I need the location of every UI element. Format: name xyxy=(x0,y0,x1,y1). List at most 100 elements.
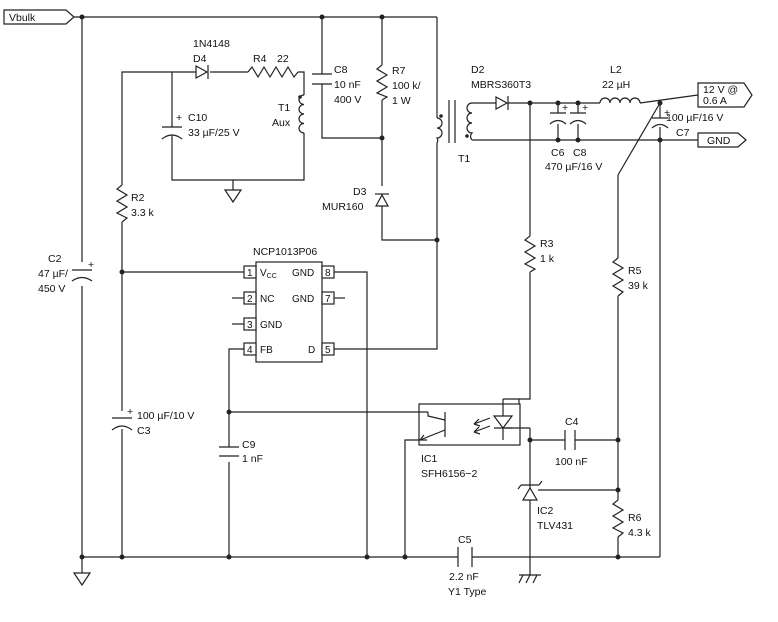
t1-ref: T1 xyxy=(458,153,470,165)
resistor-r5: R5 39 k xyxy=(611,257,649,297)
chassis-ground-secondary xyxy=(518,574,541,584)
c8-ref: C8 xyxy=(334,64,348,76)
diode-d2: D2 MBRS360T3 xyxy=(471,64,531,111)
ic-ncp1013: NCP1013P06 1 2 3 4 8 7 5 VCC NC GND FB G… xyxy=(243,246,335,363)
pin4-name: FB xyxy=(260,345,273,356)
capacitor-c8-snubber: C8 10 nF 400 V xyxy=(312,64,361,106)
d2-ref: D2 xyxy=(471,64,485,76)
c8-rating: 400 V xyxy=(334,94,361,106)
c5-value: 2.2 nF xyxy=(449,571,479,583)
c4-ref: C4 xyxy=(565,416,579,428)
gnd-port: GND xyxy=(697,132,747,148)
resistor-r6: R6 4.3 k xyxy=(611,499,652,539)
inductor-l2: L2 22 µH xyxy=(599,64,641,104)
capacitor-c2: + C2 47 µF/ 450 V xyxy=(38,253,94,295)
r3-ref: R3 xyxy=(540,238,554,250)
svg-text:+: + xyxy=(562,102,568,114)
capacitor-c3: + 100 µF/10 V C3 xyxy=(111,406,194,437)
c5-ref: C5 xyxy=(458,534,472,546)
d4-part: 1N4148 xyxy=(193,38,230,50)
vbulk-port: Vbulk xyxy=(3,9,75,25)
ic1-part: SFH6156−2 xyxy=(421,468,477,480)
t1-aux-label: Aux xyxy=(272,117,291,129)
pin2-num: 2 xyxy=(247,294,253,305)
c10-value: 33 µF/25 V xyxy=(188,127,240,139)
c4-value: 100 nF xyxy=(555,456,588,468)
c2-rating: 450 V xyxy=(38,283,65,295)
pin3-num: 3 xyxy=(247,320,253,331)
diode-d3: D3 MUR160 xyxy=(322,186,390,213)
capacitor-c10: + C10 33 µF/25 V xyxy=(161,112,240,140)
pin7-num: 7 xyxy=(325,294,331,305)
pin1-num: 1 xyxy=(247,268,253,279)
d4-ref: D4 xyxy=(193,53,207,65)
c8-out-ref: C8 xyxy=(573,147,587,159)
resistor-r3: R3 1 k xyxy=(523,235,555,273)
ic2-part: TLV431 xyxy=(537,520,573,532)
r5-ref: R5 xyxy=(628,265,642,277)
svg-text:+: + xyxy=(582,102,588,114)
r7-ref: R7 xyxy=(392,65,406,77)
c2-value: 47 µF/ xyxy=(38,268,68,280)
r7-rating: 1 W xyxy=(392,95,411,107)
resistor-r7: R7 100 k/ 1 W xyxy=(375,64,421,107)
capacitor-c7: + 100 µF/16 V C7 xyxy=(651,107,723,139)
shunt-regulator-ic2: IC2 TLV431 xyxy=(517,478,573,532)
gnd-port-label: GND xyxy=(707,135,731,147)
c3-value: 100 µF/10 V xyxy=(137,410,194,422)
r4-value: 22 xyxy=(277,53,289,65)
c6-value: 470 µF/16 V xyxy=(545,161,602,173)
l2-value: 22 µH xyxy=(602,79,630,91)
r2-value: 3.3 k xyxy=(131,207,155,219)
r4-ref: R4 xyxy=(253,53,267,65)
transformer-aux-winding: T1 Aux xyxy=(272,94,305,134)
r3-value: 1 k xyxy=(540,253,555,265)
r6-ref: R6 xyxy=(628,512,642,524)
c3-ref: C3 xyxy=(137,425,151,437)
vout-current-label: 0.6 A xyxy=(703,95,727,107)
r7-value: 100 k/ xyxy=(392,80,421,92)
d3-ref: D3 xyxy=(353,186,367,198)
ground-symbol-primary xyxy=(72,572,92,587)
vbulk-label: Vbulk xyxy=(9,12,36,24)
diode-d4: 1N4148 D4 xyxy=(193,38,230,80)
ic2-ref: IC2 xyxy=(537,505,554,517)
c9-ref: C9 xyxy=(242,439,256,451)
c8-value: 10 nF xyxy=(334,79,361,91)
pin5-name: D xyxy=(308,345,315,356)
r5-value: 39 k xyxy=(628,280,649,292)
optocoupler-ic1: IC1 SFH6156−2 xyxy=(418,398,521,480)
resistor-r4: R4 22 xyxy=(247,53,299,79)
c2-ref: C2 xyxy=(48,253,62,265)
resistor-r2: R2 3.3 k xyxy=(115,184,155,223)
vout-voltage-label: 12 V @ xyxy=(703,84,738,96)
d2-part: MBRS360T3 xyxy=(471,79,531,91)
ic1-ref: IC1 xyxy=(421,453,438,465)
svg-text:+: + xyxy=(88,259,94,271)
c10-ref: C10 xyxy=(188,112,207,124)
r2-ref: R2 xyxy=(131,192,145,204)
r6-value: 4.3 k xyxy=(628,527,652,539)
pin8-name: GND xyxy=(292,268,314,279)
pin7-name: GND xyxy=(292,294,314,305)
vout-port: 12 V @ 0.6 A xyxy=(697,82,753,108)
pin2-name: NC xyxy=(260,294,274,305)
l2-ref: L2 xyxy=(610,64,622,76)
capacitor-c9: C9 1 nF xyxy=(219,439,263,465)
svg-text:+: + xyxy=(664,107,670,119)
transformer-t1: T1 xyxy=(435,100,474,165)
ground-symbol-aux xyxy=(223,189,243,204)
c7-ref: C7 xyxy=(676,127,690,139)
svg-text:+: + xyxy=(176,112,182,124)
pin5-num: 5 xyxy=(325,345,331,356)
c9-value: 1 nF xyxy=(242,453,263,465)
wires xyxy=(74,16,699,575)
junctions xyxy=(79,14,663,560)
pin8-num: 8 xyxy=(325,268,331,279)
pin1-name: VCC xyxy=(260,268,277,280)
capacitor-c4: C4 100 nF xyxy=(555,416,588,468)
svg-text:+: + xyxy=(127,406,133,418)
ncp-part: NCP1013P06 xyxy=(253,246,317,258)
capacitor-c5: C5 2.2 nF Y1 Type xyxy=(448,534,486,598)
